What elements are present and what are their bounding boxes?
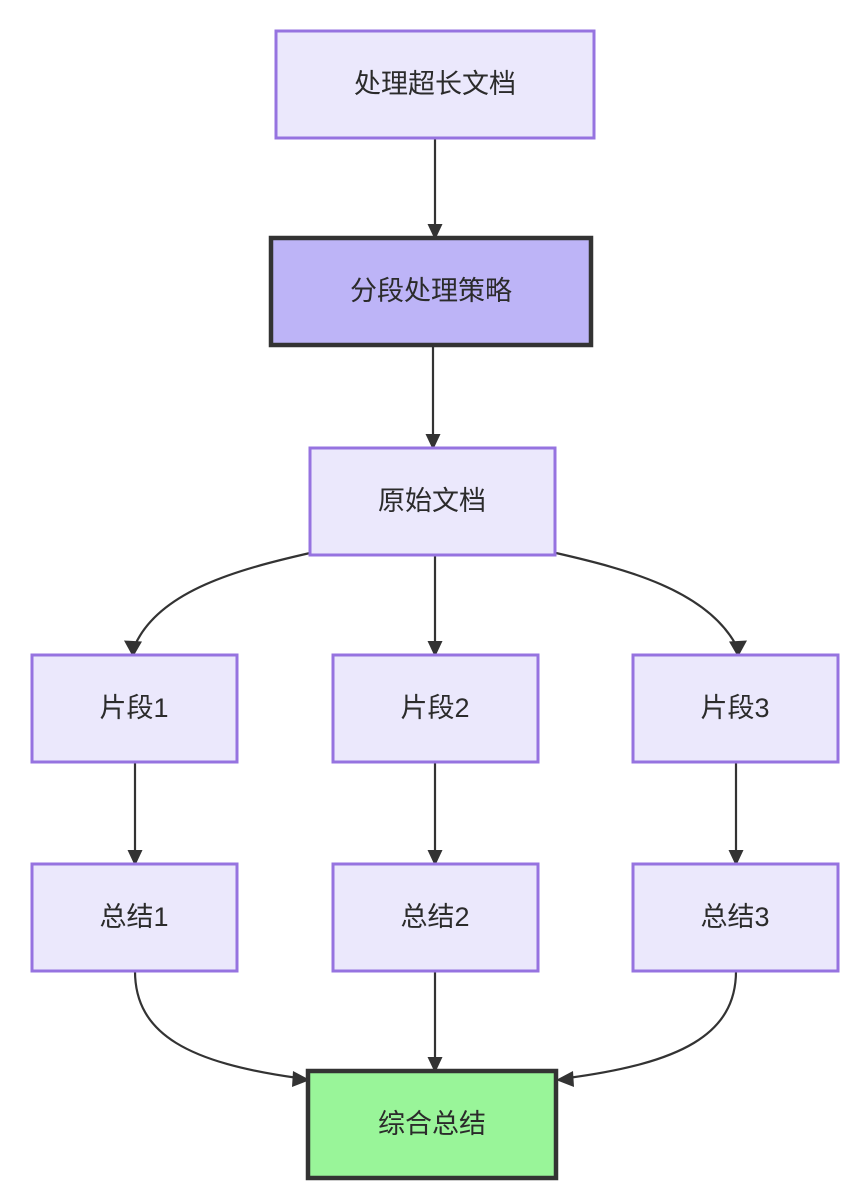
arrow-head-icon — [729, 640, 747, 657]
node-frag3-box[interactable] — [631, 653, 840, 764]
edge-strategy-to-source — [425, 345, 441, 450]
arrow-head-icon — [124, 640, 142, 657]
arrow-head-icon — [127, 850, 143, 866]
node-final[interactable]: 综合总结 — [305, 1068, 559, 1181]
node-frag1[interactable]: 片段1 — [30, 653, 239, 764]
node-sum2[interactable]: 总结2 — [331, 862, 540, 973]
node-layer: 处理超长文档 分段处理策略 原始文档 片段1 片段2 片段3 — [30, 29, 840, 1181]
node-strategy[interactable]: 分段处理策略 — [268, 235, 594, 348]
node-frag3[interactable]: 片段3 — [631, 653, 840, 764]
node-strategy-box[interactable] — [268, 235, 594, 348]
arrow-head-icon — [292, 1071, 310, 1087]
edge-source-to-frag1 — [124, 551, 311, 657]
node-frag1-box[interactable] — [30, 653, 239, 764]
node-sum3[interactable]: 总结3 — [631, 862, 840, 973]
arrow-head-icon — [556, 1071, 574, 1087]
arrow-head-icon — [427, 850, 443, 866]
edge-source-to-frag3 — [555, 551, 747, 657]
node-frag2-box[interactable] — [331, 653, 540, 764]
node-sum1[interactable]: 总结1 — [30, 862, 239, 973]
node-source[interactable]: 原始文档 — [308, 446, 557, 557]
arrow-head-icon — [427, 224, 443, 240]
node-source-box[interactable] — [308, 446, 557, 557]
edge-sum2-to-final — [427, 971, 443, 1073]
node-sum1-box[interactable] — [30, 862, 239, 973]
arrow-head-icon — [425, 434, 441, 450]
edge-frag2-to-sum2 — [427, 762, 443, 866]
node-frag2[interactable]: 片段2 — [331, 653, 540, 764]
edge-layer — [124, 138, 747, 1087]
edge-sum3-to-final — [556, 970, 738, 1087]
edge-sum1-to-final — [133, 970, 310, 1087]
node-doc-box[interactable] — [274, 29, 596, 140]
arrow-head-icon — [427, 1057, 443, 1073]
arrow-head-icon — [427, 641, 443, 657]
node-sum3-box[interactable] — [631, 862, 840, 973]
edge-source-to-frag2 — [427, 555, 443, 657]
node-sum2-box[interactable] — [331, 862, 540, 973]
node-final-box[interactable] — [305, 1068, 559, 1181]
edge-frag1-to-sum1 — [127, 762, 143, 866]
node-doc[interactable]: 处理超长文档 — [274, 29, 596, 140]
edge-frag3-to-sum3 — [728, 762, 744, 866]
arrow-head-icon — [728, 850, 744, 866]
edge-doc-to-strategy — [427, 138, 443, 240]
